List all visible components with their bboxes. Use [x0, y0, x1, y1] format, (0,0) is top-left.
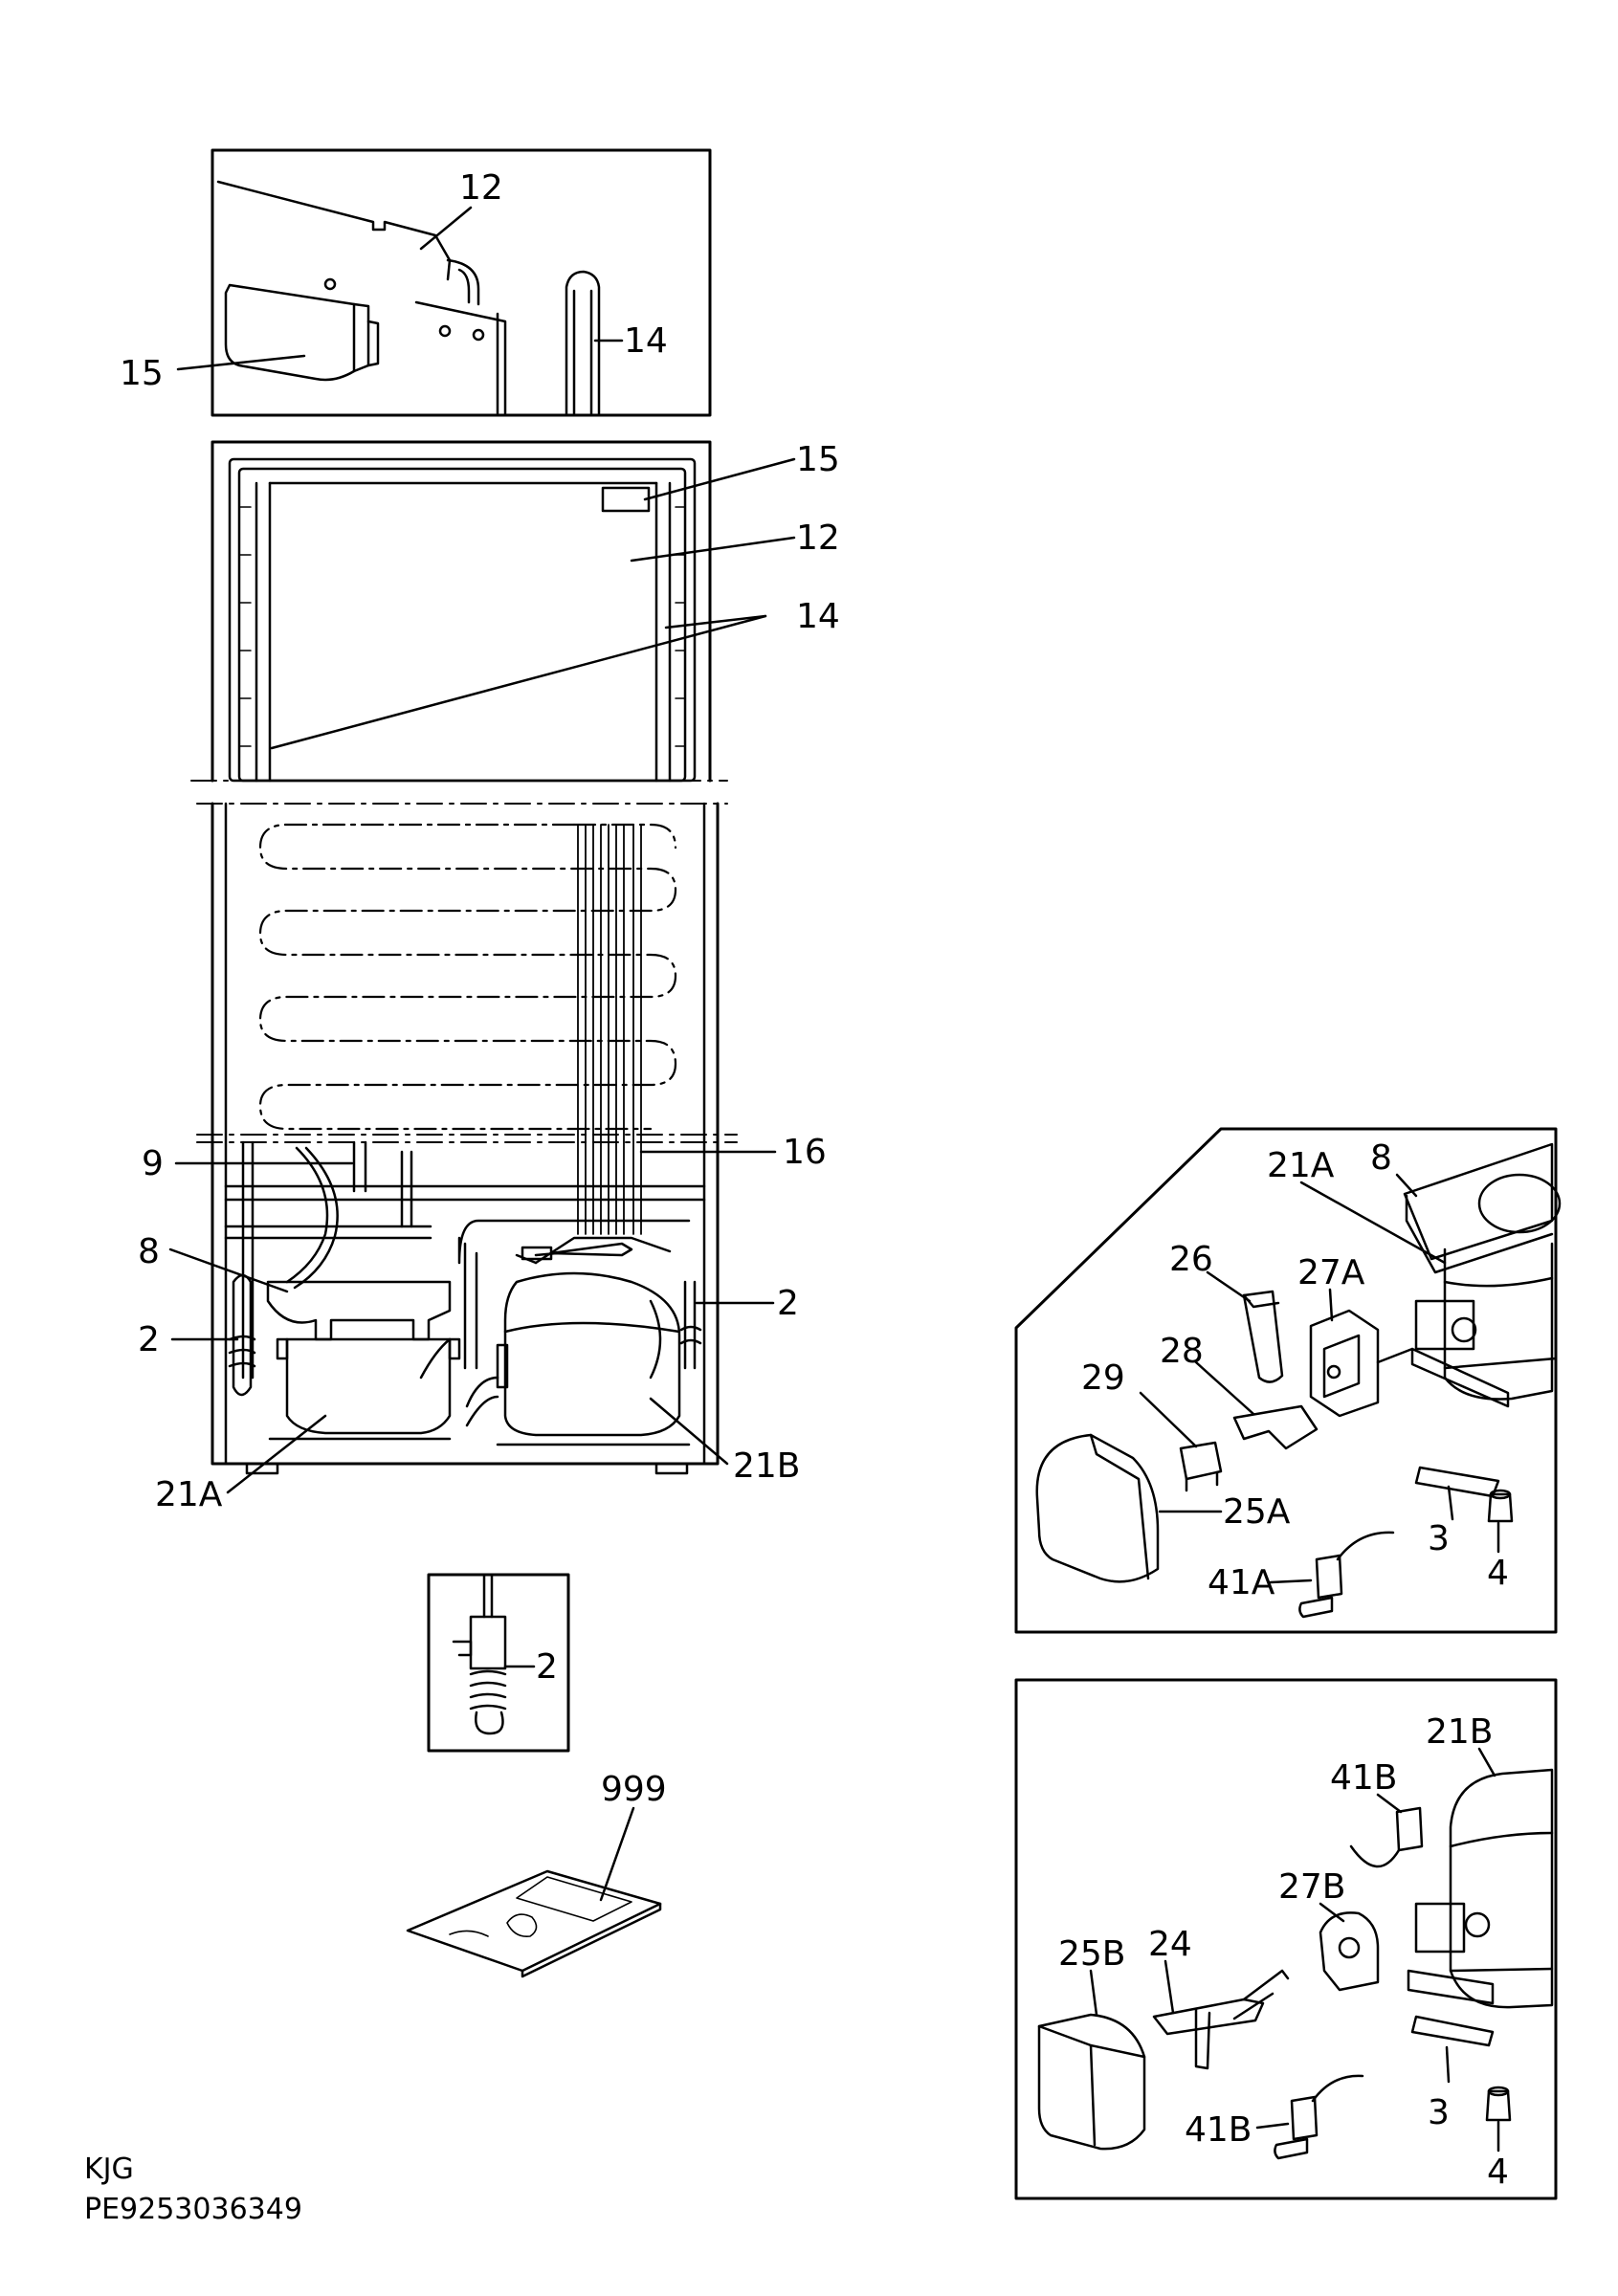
footer-part-number: PE9253036349 — [84, 2193, 302, 2226]
label-kitb-21b: 21B — [1426, 1712, 1494, 1752]
label-cab-8: 8 — [138, 1232, 160, 1271]
clip-3-part — [1414, 1466, 1500, 1498]
label-kita-41a: 41A — [1208, 1563, 1275, 1602]
label-kitb-3: 3 — [1428, 2093, 1450, 2132]
capacitor-41a-part — [1315, 1554, 1343, 1600]
label-door-15: 15 — [796, 440, 840, 479]
label-kitb-41b-bottom: 41B — [1185, 2110, 1252, 2150]
shroud-part — [266, 1280, 452, 1341]
label-door-14: 14 — [796, 597, 840, 636]
label-cab-16: 16 — [783, 1133, 827, 1172]
kit-b-panel — [1014, 1678, 1558, 2200]
label-top-15: 15 — [120, 354, 164, 393]
user-manual-part — [406, 1806, 662, 1978]
label-kitb-25b: 25B — [1058, 1934, 1126, 1974]
label-kitb-41b-top: 41B — [1330, 1758, 1398, 1798]
grommet-4-b-part — [1485, 2089, 1512, 2122]
label-cab-9: 9 — [142, 1144, 164, 1183]
label-door-12: 12 — [796, 519, 840, 558]
compressor-21b-part — [503, 1271, 681, 1437]
kit-a-panel — [1014, 1127, 1562, 1634]
label-kita-25a: 25A — [1223, 1492, 1291, 1532]
clip-28-part — [1232, 1404, 1319, 1450]
label-cab-2-right: 2 — [777, 1284, 799, 1323]
cabinet-assembly — [168, 802, 777, 1494]
top-detail-box — [176, 148, 712, 417]
label-kita-28: 28 — [1160, 1332, 1204, 1371]
relay-27a-part — [1309, 1309, 1380, 1418]
label-cab-21b: 21B — [733, 1446, 801, 1486]
terminal-cover-25b-part — [1037, 2013, 1146, 2151]
capacitor-41b-top-part — [1395, 1806, 1424, 1852]
label-kitb-4: 4 — [1487, 2152, 1509, 2192]
harness-24-part — [1152, 1998, 1265, 2036]
label-kitb-27b: 27B — [1278, 1867, 1346, 1907]
compressor-21a-part — [285, 1337, 452, 1435]
footer-code: KJG — [84, 2152, 134, 2186]
label-kitb-24: 24 — [1148, 1925, 1192, 1964]
condenser-coil-part — [258, 823, 677, 1131]
label-kita-8: 8 — [1370, 1138, 1392, 1178]
door-gasket-part — [565, 270, 601, 415]
relay-27b-part — [1319, 1911, 1380, 1992]
label-top-14: 14 — [624, 321, 668, 361]
clip-3-b-part — [1410, 2015, 1495, 2047]
terminal-cover-25a-part — [1035, 1433, 1160, 1583]
label-manual-999: 999 — [601, 1770, 667, 1809]
label-kita-4: 4 — [1487, 1554, 1509, 1593]
door-bin-part — [224, 283, 356, 382]
door-assembly — [190, 440, 796, 783]
grommet-4-part — [1487, 1492, 1514, 1523]
capacitor-41b-bottom-part — [1290, 2095, 1319, 2141]
compressor-21b-kit-part — [1449, 1768, 1554, 2009]
label-cab-2-left: 2 — [138, 1320, 160, 1359]
label-top-12: 12 — [459, 168, 503, 208]
part-2-detail-box — [427, 1573, 570, 1753]
door-liner-part — [216, 180, 452, 281]
label-kita-21a: 21A — [1267, 1146, 1335, 1185]
label-kita-27a: 27A — [1297, 1253, 1365, 1292]
label-kita-29: 29 — [1081, 1358, 1125, 1398]
label-kita-26: 26 — [1169, 1240, 1213, 1279]
label-cab-21a: 21A — [155, 1475, 223, 1514]
label-detail-2: 2 — [536, 1647, 558, 1687]
cover-26-part — [1242, 1290, 1284, 1383]
label-kita-3: 3 — [1428, 1519, 1450, 1558]
part-29 — [1179, 1441, 1223, 1481]
